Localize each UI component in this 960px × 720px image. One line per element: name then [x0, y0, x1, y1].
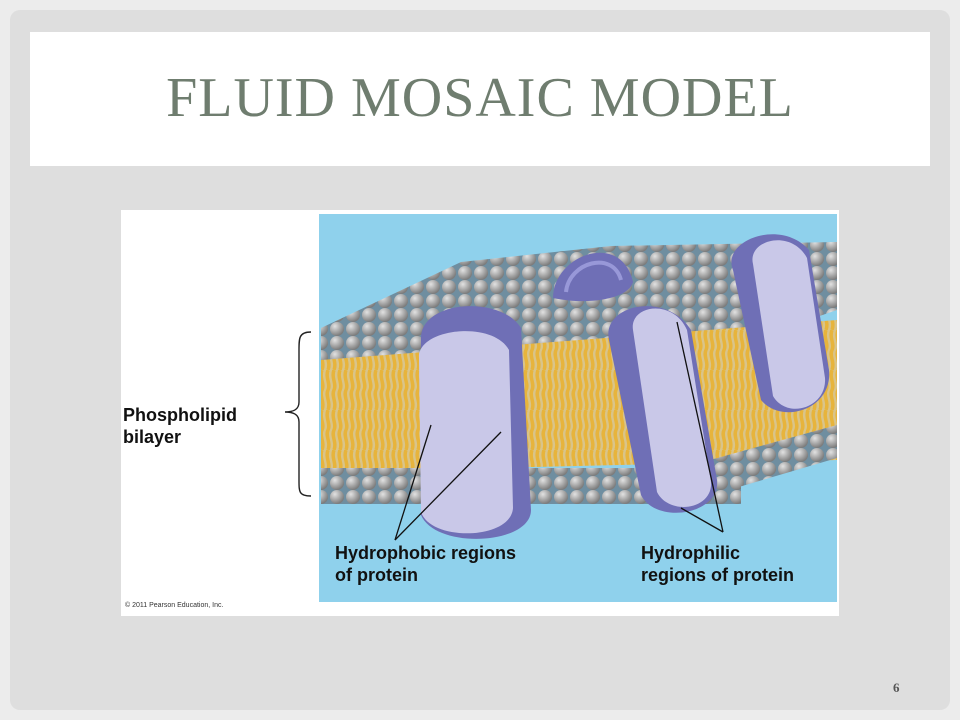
label-line: of protein — [335, 565, 418, 585]
hydrophobic-regions-label: Hydrophobic regions of protein — [335, 542, 516, 586]
protein-back-right-face — [752, 240, 826, 409]
label-line: Hydrophilic — [641, 543, 741, 563]
right-lower-heads — [681, 425, 837, 504]
hydrophobic-leader-2 — [394, 431, 502, 541]
label-line: regions of protein — [641, 565, 794, 585]
hydrophilic-leader-2 — [680, 507, 724, 533]
membrane-figure: Phospholipid bilayer Hydrophobic regions… — [121, 210, 839, 616]
slide-title: FLUID MOSAIC MODEL — [166, 67, 794, 129]
label-line: Phospholipid — [123, 405, 237, 425]
peripheral-protein-highlight — [564, 260, 623, 293]
bilayer-bracket — [284, 331, 312, 497]
protein-front-face — [418, 331, 513, 534]
hydrophilic-regions-label: Hydrophilic regions of protein — [641, 542, 794, 586]
protein-middle-face — [632, 308, 712, 507]
label-line: bilayer — [123, 427, 182, 447]
hydrophilic-leader-1 — [676, 321, 724, 533]
copyright-notice: © 2011 Pearson Education, Inc. — [125, 602, 224, 609]
label-line: Hydrophobic regions — [335, 543, 517, 563]
title-box: FLUID MOSAIC MODEL — [30, 32, 930, 166]
membrane-illustration — [284, 214, 837, 602]
phospholipid-bilayer-label: Phospholipid bilayer — [123, 404, 237, 448]
page-number: 6 — [893, 680, 900, 695]
hydrophobic-leader-1 — [394, 424, 432, 541]
